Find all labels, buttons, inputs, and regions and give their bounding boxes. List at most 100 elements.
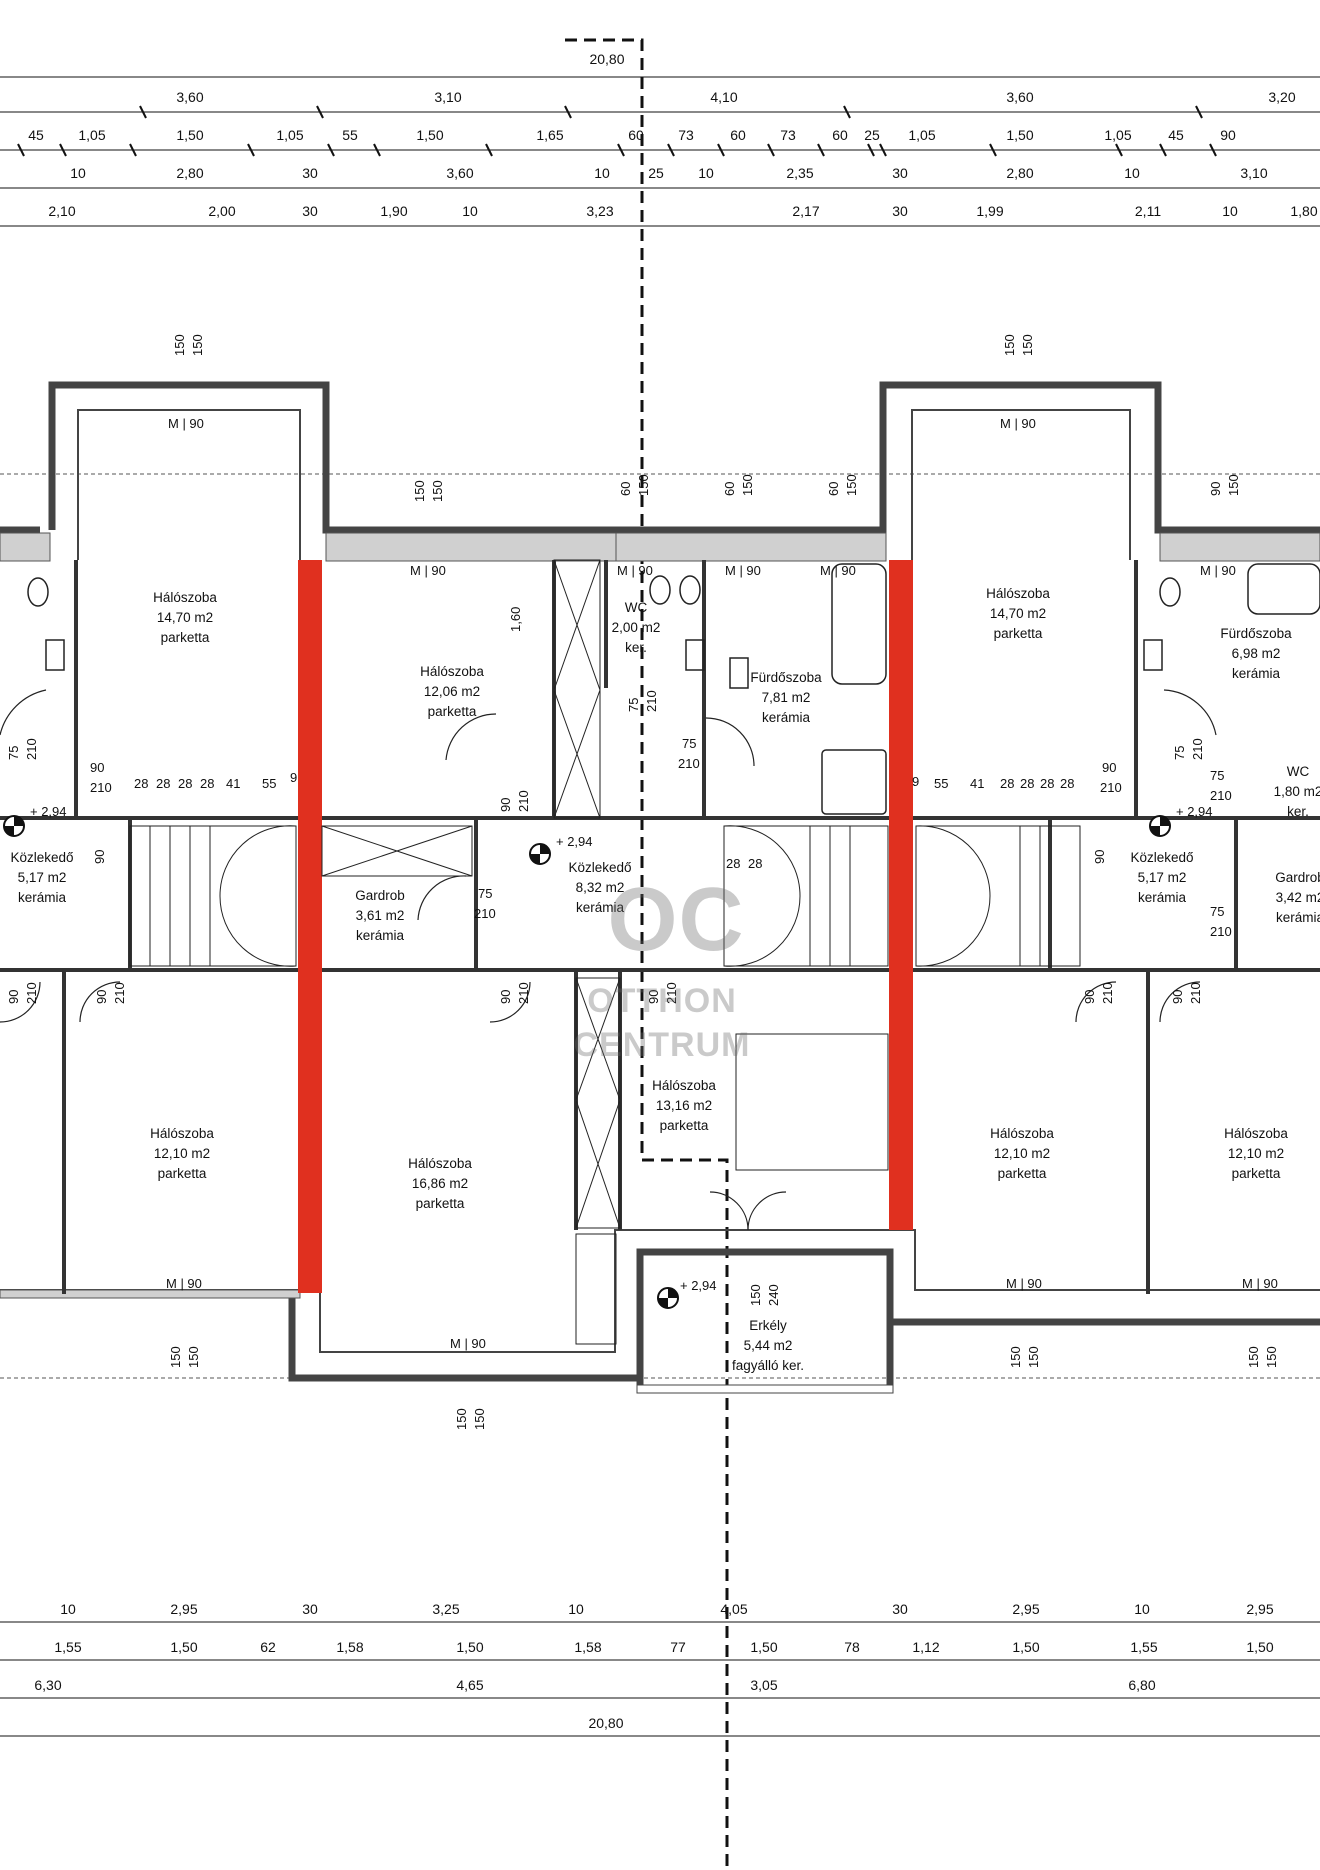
svg-text:210: 210 <box>474 906 496 921</box>
svg-text:75: 75 <box>1172 746 1187 760</box>
svg-text:150: 150 <box>186 1346 201 1368</box>
dim-label: 4,10 <box>710 89 737 105</box>
dim-label: 1,90 <box>380 203 407 219</box>
fire-wall-left <box>298 560 322 1293</box>
svg-text:75: 75 <box>1210 904 1224 919</box>
dim-label: 3,10 <box>1240 165 1267 181</box>
svg-text:60: 60 <box>618 482 633 496</box>
dim-label: 1,05 <box>276 127 303 143</box>
dim-label: 3,25 <box>432 1601 459 1617</box>
dim-label: 30 <box>892 165 908 181</box>
svg-text:M | 90: M | 90 <box>1006 1276 1042 1291</box>
dim-label: 10 <box>462 203 478 219</box>
svg-text:150: 150 <box>1246 1346 1261 1368</box>
svg-text:1,80 m2: 1,80 m2 <box>1274 784 1320 799</box>
svg-text:150: 150 <box>472 1408 487 1430</box>
svg-text:Erkély: Erkély <box>749 1318 787 1333</box>
svg-text:210: 210 <box>1210 924 1232 939</box>
svg-text:kerámia: kerámia <box>1232 666 1281 681</box>
dim-label: 1,65 <box>536 127 563 143</box>
dim-label: 1,50 <box>170 1639 197 1655</box>
level-2: + 2,94 <box>556 834 593 849</box>
svg-text:150: 150 <box>1002 334 1017 356</box>
eave-lines <box>0 473 1320 1379</box>
svg-text:90: 90 <box>94 990 109 1004</box>
svg-text:150: 150 <box>190 334 205 356</box>
svg-text:150: 150 <box>412 480 427 502</box>
svg-text:M | 90: M | 90 <box>450 1336 486 1351</box>
svg-text:Hálószoba: Hálószoba <box>408 1156 472 1171</box>
wardrobes <box>321 559 621 1345</box>
svg-text:M | 90: M | 90 <box>168 416 204 431</box>
svg-text:150: 150 <box>1008 1346 1023 1368</box>
dim-label: 1,58 <box>574 1639 601 1655</box>
top-dim-ticks <box>17 105 1217 157</box>
svg-text:210: 210 <box>678 756 700 771</box>
dim-label: 2,80 <box>1006 165 1033 181</box>
svg-text:7,81 m2: 7,81 m2 <box>762 690 811 705</box>
dim-label: 10 <box>698 165 714 181</box>
svg-text:210: 210 <box>24 982 39 1004</box>
top-dimension-chains <box>0 76 1320 227</box>
dim-label: 30 <box>302 165 318 181</box>
dim-label: 3,23 <box>586 203 613 219</box>
svg-text:kerámia: kerámia <box>1138 890 1187 905</box>
svg-text:28: 28 <box>1020 776 1034 791</box>
svg-text:kerámia: kerámia <box>1276 910 1320 925</box>
dim-label: 60 <box>730 127 746 143</box>
svg-text:150: 150 <box>430 480 445 502</box>
dim-label: 4,65 <box>456 1677 483 1693</box>
svg-text:55: 55 <box>262 776 276 791</box>
svg-text:150: 150 <box>168 1346 183 1368</box>
svg-text:150: 150 <box>748 1284 763 1306</box>
svg-text:M | 90: M | 90 <box>1000 416 1036 431</box>
dim-label: 2,95 <box>1012 1601 1039 1617</box>
level-4: + 2,94 <box>680 1278 717 1293</box>
svg-text:75: 75 <box>626 698 641 712</box>
svg-text:150: 150 <box>454 1408 469 1430</box>
dim-label: 45 <box>1168 127 1184 143</box>
dim-label: 1,50 <box>416 127 443 143</box>
overall-width-top: 20,80 <box>589 51 624 67</box>
axis-line <box>565 38 729 1870</box>
svg-text:ker.: ker. <box>625 640 647 655</box>
door-labels: 75 210 90 210 90 210 75 210 75 210 75 21… <box>6 607 1232 1004</box>
svg-text:90: 90 <box>498 990 513 1004</box>
svg-text:5,17 m2: 5,17 m2 <box>18 870 67 885</box>
svg-text:3,42 m2: 3,42 m2 <box>1276 890 1320 905</box>
fire-wall-right <box>889 560 913 1230</box>
dim-label: 3,60 <box>446 165 473 181</box>
dim-label: 2,95 <box>1246 1601 1273 1617</box>
svg-text:parketta: parketta <box>416 1196 465 1211</box>
dim-label: 1,50 <box>1006 127 1033 143</box>
svg-text:CENTRUM: CENTRUM <box>574 1026 751 1064</box>
svg-text:M | 90: M | 90 <box>617 563 653 578</box>
stairs-right <box>915 825 1081 967</box>
dim-label: 1,50 <box>456 1639 483 1655</box>
svg-text:90: 90 <box>1102 760 1116 775</box>
level-markers <box>3 815 1171 1309</box>
dim-label: 10 <box>1222 203 1238 219</box>
svg-text:parketta: parketta <box>998 1166 1047 1181</box>
dim-label: 1,05 <box>908 127 935 143</box>
svg-text:41: 41 <box>226 776 240 791</box>
svg-text:75: 75 <box>1210 768 1224 783</box>
svg-text:1,60: 1,60 <box>508 607 523 632</box>
bed <box>735 1033 889 1171</box>
dim-label: 10 <box>568 1601 584 1617</box>
svg-text:150: 150 <box>1020 334 1035 356</box>
dim-label: 1,55 <box>1130 1639 1157 1655</box>
svg-text:90: 90 <box>498 798 513 812</box>
dim-label: 30 <box>892 1601 908 1617</box>
dim-label: 30 <box>892 203 908 219</box>
